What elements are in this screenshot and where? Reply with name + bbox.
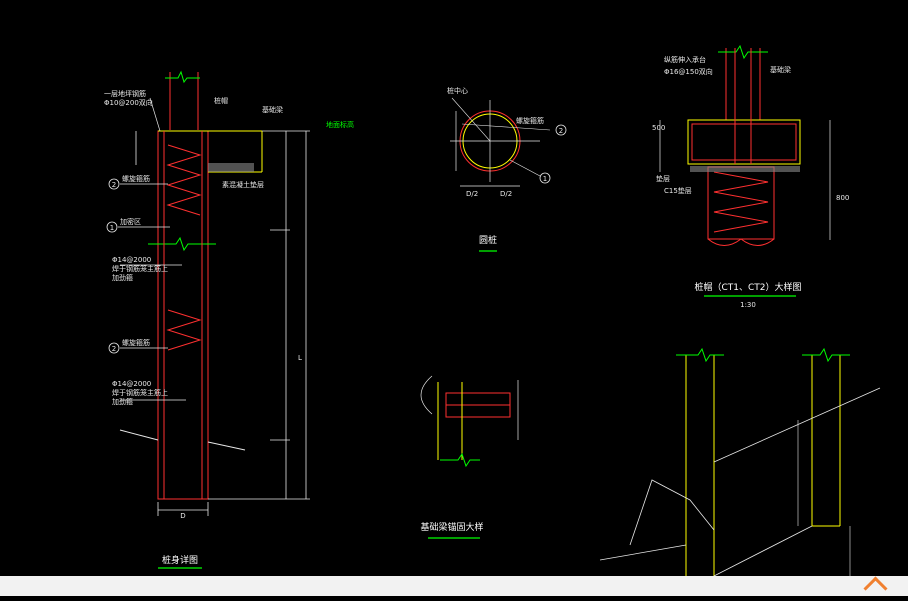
pile-stirrup-note-1: Φ14@2000 — [112, 256, 151, 264]
pile-stirrup-note-1b: Φ14@2000 — [112, 380, 151, 388]
cad-drawing: D L 一层地坪钢筋 Φ10@200双向 桩帽 基础梁 素混凝土垫层 地面标高 … — [104, 44, 881, 577]
pile-width-label: D — [180, 512, 185, 520]
marker-2-mid: 2 — [112, 345, 116, 353]
pile-stirrup-note-2b: 焊于钢筋笼主筋上 — [112, 388, 168, 397]
pile-body-detail: D L 一层地坪钢筋 Φ10@200双向 桩帽 基础梁 素混凝土垫层 地面标高 … — [104, 70, 354, 569]
pile-stirrup-note-3b: 加劲箍 — [112, 397, 133, 406]
pile-stirrup-note-2: 焊于钢筋笼主筋上 — [112, 264, 168, 273]
marker-1-circle — [106, 221, 118, 233]
round-marker-1: 1 — [543, 175, 547, 183]
cap-note-1: 纵筋伸入承台 — [664, 55, 706, 64]
pile-rebar-1-note-2: 螺旋箍筋 — [122, 338, 150, 347]
cap-dim-right: 800 — [836, 194, 849, 202]
pile-cap-detail: 纵筋伸入承台 Φ16@150双向 基础梁 垫层 C15垫层 500 800 桩帽… — [652, 44, 849, 309]
cap-detail-scale: 1:30 — [740, 301, 756, 309]
round-pile-section: 桩中心 螺旋箍筋 D/2 D/2 2 1 圆桩 — [447, 86, 567, 252]
slope-detail — [599, 347, 881, 577]
cap-note-2: Φ16@150双向 — [664, 67, 713, 76]
cap-detail-title: 桩帽（CT1、CT2）大样图 — [694, 281, 801, 293]
cap-note-3: 基础梁 — [770, 65, 791, 74]
pile-rebar-1-note: 螺旋箍筋 — [122, 174, 150, 183]
anchor-detail-title: 基础梁锚固大样 — [420, 521, 483, 533]
marker-2-circle-top — [108, 178, 120, 190]
chevron-icon[interactable] — [863, 576, 888, 601]
pile-cap-note: 桩帽 — [214, 96, 228, 105]
pile-soil-note: 素混凝土垫层 — [222, 180, 264, 189]
round-half-d-1: D/2 — [466, 190, 478, 198]
cap-note-5: C15垫层 — [664, 186, 692, 195]
round-half-d-2: D/2 — [500, 190, 512, 198]
cap-note-4: 垫层 — [656, 174, 670, 183]
marker-1: 1 — [110, 224, 114, 232]
status-bar — [0, 576, 908, 601]
pile-rebar-2-note: 加密区 — [120, 217, 141, 226]
anchor-detail: 基础梁锚固大样 — [420, 375, 519, 539]
pile-stirrup-note-3: 加劲箍 — [112, 273, 133, 282]
round-marker-2: 2 — [559, 127, 563, 135]
cap-dim-left: 500 — [652, 124, 665, 132]
pile-top-note-2: Φ10@200双向 — [104, 98, 153, 107]
round-note-top: 桩中心 — [447, 86, 468, 95]
pile-ground-note: 地面标高 — [326, 120, 354, 129]
marker-2-top: 2 — [112, 181, 116, 189]
round-note-right: 螺旋箍筋 — [516, 116, 544, 125]
round-pile-title: 圆桩 — [479, 234, 497, 246]
pile-top-note-1: 一层地坪钢筋 — [104, 89, 146, 98]
marker-2-circle-mid — [108, 342, 120, 354]
pile-body-title: 桩身详图 — [162, 554, 198, 566]
pile-floor-note: 基础梁 — [262, 105, 283, 114]
cad-drawing-canvas[interactable]: D L 一层地坪钢筋 Φ10@200双向 桩帽 基础梁 素混凝土垫层 地面标高 … — [0, 0, 908, 577]
pile-length-label: L — [298, 354, 302, 362]
